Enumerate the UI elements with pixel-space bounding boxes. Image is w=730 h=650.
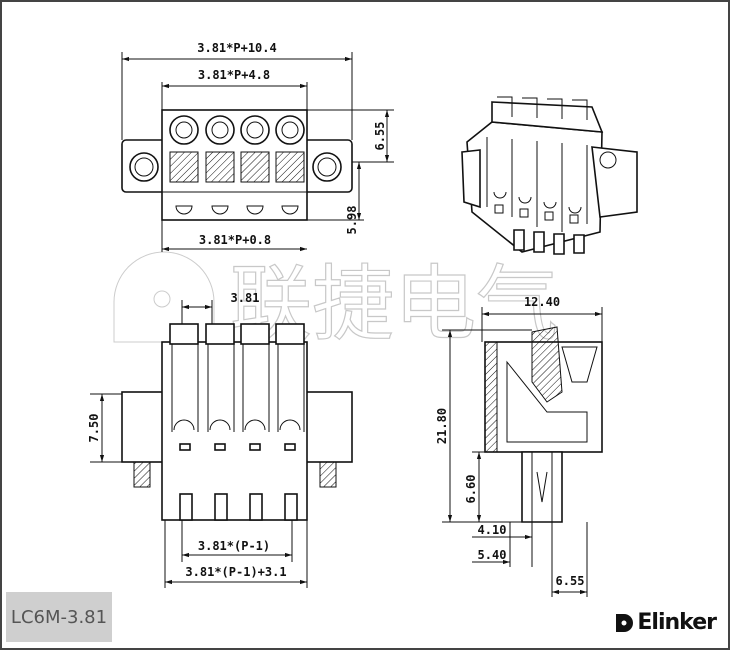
dim-side-width: 12.40 [524,295,560,309]
dim-top-overall: 3.81*P+10.4 [197,41,276,55]
dim-pitch: 3.81 [231,291,260,305]
side-section-view [442,307,603,597]
dim-front-overall: 3.81*(P-1)+3.1 [185,565,286,579]
dim-top-body: 3.81*P+4.8 [198,68,270,82]
brand-name: Elinker [637,610,717,635]
dim-side-pin-b: 5.40 [478,548,507,562]
isometric-view [461,96,638,255]
dim-side-height: 21.80 [435,408,449,444]
dim-side-pin-height: 6.60 [464,475,478,504]
dim-top-height: 6.55 [373,122,387,151]
dim-top-depth: 5.98 [345,206,359,235]
dim-top-lower: 3.81*P+0.8 [199,233,271,247]
dim-front-span: 3.81*(P-1) [198,539,270,553]
top-view [121,52,394,252]
dim-side-pin-c: 6.55 [556,574,585,588]
brand-logo-icon [616,613,634,632]
brand-logo: Elinker [614,610,717,635]
dim-front-height: 7.50 [87,414,101,443]
front-view [90,300,353,588]
product-code-label: LC6M-3.81 [6,592,112,642]
dim-side-pin-a: 4.10 [478,523,507,537]
